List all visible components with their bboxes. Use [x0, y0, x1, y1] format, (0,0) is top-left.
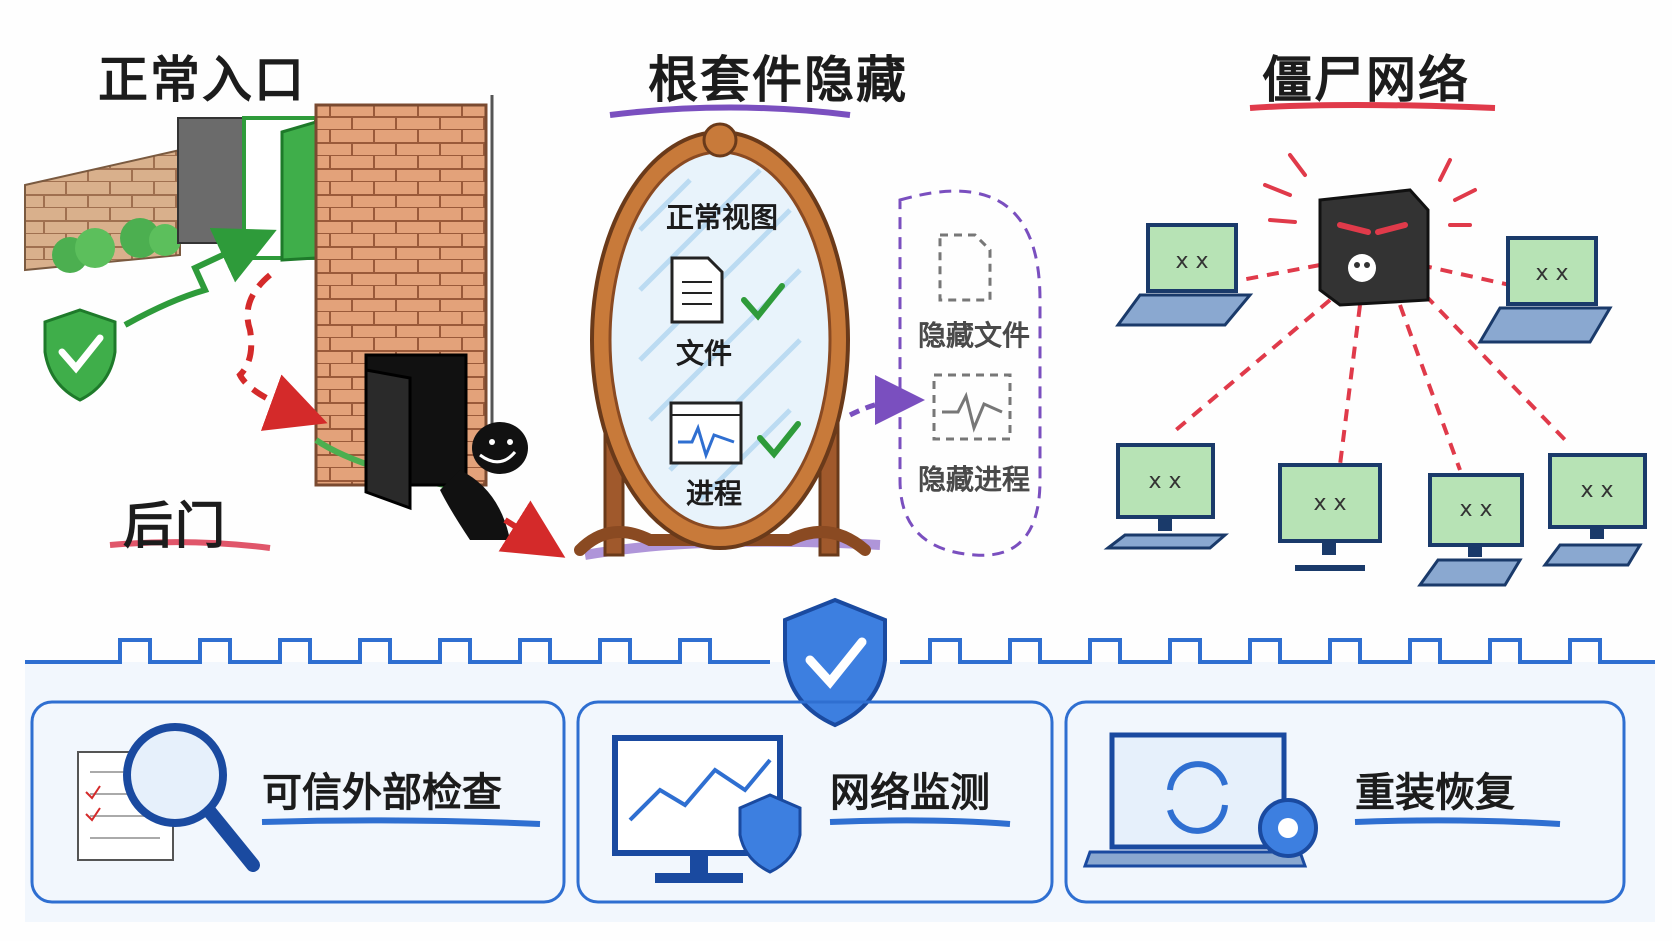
svg-text:x x: x x [1535, 261, 1568, 286]
defense-label-reinstall-recovery: 重装恢复 [1355, 770, 1515, 816]
hide-arrow [848, 375, 925, 426]
alert-rays [1263, 153, 1477, 227]
magnifier-checklist-icon [77, 723, 260, 872]
backdoor-path-arrow [236, 272, 328, 431]
evil-server-icon [1318, 188, 1430, 307]
hidden-process-label: 隐藏进程 [918, 463, 1031, 496]
battlement [25, 638, 1655, 664]
hidden-process-icon [932, 373, 1012, 441]
infected-laptop-1: x x [1115, 223, 1254, 327]
infected-desktop-1: x x [1103, 443, 1230, 550]
file-check-icon [741, 283, 785, 321]
backdoor-panel [364, 368, 412, 511]
svg-text:x x: x x [1148, 469, 1181, 494]
svg-text:x x: x x [1580, 478, 1613, 503]
infected-desktop-3: x x [1417, 473, 1524, 587]
defense-label-external-check: 可信外部检查 [262, 770, 502, 816]
backdoor-underline [109, 539, 271, 551]
process-label: 进程 [686, 477, 743, 510]
monitor-chart-shield-icon [612, 735, 802, 883]
defense-wall [25, 597, 1655, 922]
shield-check-blue-icon [783, 597, 887, 728]
svg-text:x x: x x [1175, 249, 1208, 274]
laptop-refresh-gear-icon [1082, 732, 1318, 868]
rootkit-title-underline [609, 104, 851, 118]
hidden-items-bubble [898, 189, 1042, 557]
document-icon [670, 256, 724, 324]
infected-laptop-2: x x [1477, 236, 1613, 344]
normal-path-arrow [123, 228, 277, 328]
backdoor-label: 后门 [123, 497, 227, 555]
shield-check-green-icon [43, 308, 117, 402]
infected-desktop-2: x x [1278, 463, 1382, 571]
process-check-icon [757, 421, 801, 459]
defense-card-3 [1064, 700, 1626, 904]
svg-text:x x: x x [1313, 491, 1346, 516]
defense-card-2 [576, 700, 1054, 904]
file-label: 文件 [676, 337, 733, 370]
entrance-scene [24, 95, 566, 558]
rootkit-title: 根套件隐藏 [648, 51, 908, 109]
entrance-title: 正常入口 [98, 51, 306, 109]
botnet-title: 僵尸网络 [1262, 51, 1470, 109]
door-frame [177, 117, 249, 244]
normal-view-label: 正常视图 [666, 201, 779, 234]
bushes [52, 218, 181, 273]
defense-label-network-monitoring: 网络监测 [830, 770, 990, 816]
process-window-icon [669, 401, 743, 465]
intruder-figure [440, 422, 528, 540]
infected-desktop-4: x x [1542, 453, 1647, 567]
svg-text:x x: x x [1459, 497, 1492, 522]
intruder-arrow [498, 500, 566, 558]
hidden-file-label: 隐藏文件 [918, 319, 1031, 352]
defense-card-1 [30, 700, 566, 904]
hidden-file-icon [938, 233, 992, 302]
botnet-title-underline [1249, 102, 1496, 111]
botnet-scene: x x x x x x x x x x x [1103, 102, 1647, 587]
rootkit-scene [574, 104, 1042, 560]
